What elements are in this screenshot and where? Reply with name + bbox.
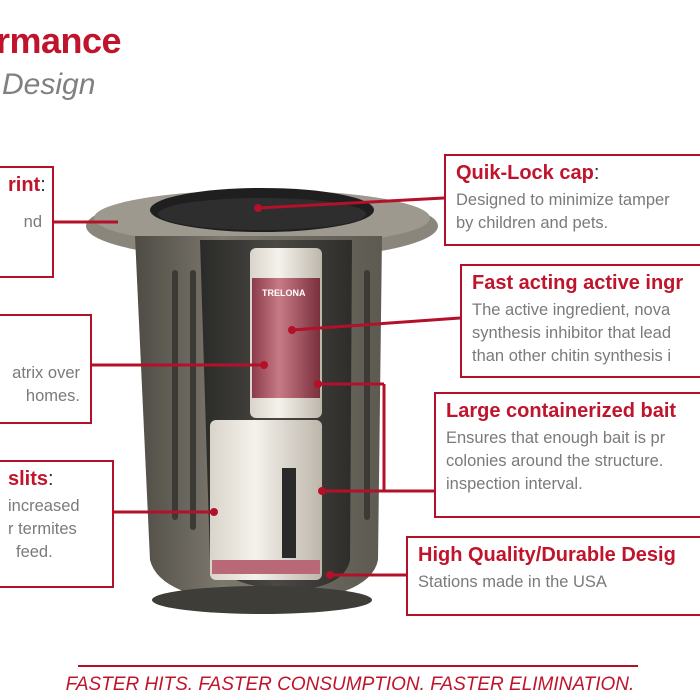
- connector-dot: [254, 204, 262, 212]
- barcode: [282, 468, 296, 558]
- callout-fast-acting-line: synthesis inhibitor that lead: [472, 324, 672, 342]
- lower-canister-stripe: [212, 560, 320, 574]
- callout-quik-lock-line: by children and pets.: [456, 214, 609, 232]
- connector-dot: [288, 326, 296, 334]
- callout-large-bait: Large containerized bait Ensures that en…: [434, 392, 700, 518]
- callout-fast-acting-line: than other chitin synthesis i: [472, 347, 672, 365]
- callout-fast-acting-line: The active ingredient, nova: [472, 301, 671, 319]
- callout-slits: slits: increased r termites feed.: [0, 460, 114, 588]
- callout-large-bait-line: colonies around the structure.: [446, 452, 664, 470]
- connector-dot: [260, 361, 268, 369]
- callout-matrix-line: homes.: [25, 387, 80, 405]
- callout-durable-line: Stations made in the USA: [418, 573, 607, 591]
- callout-fast-acting-heading: Fast acting active ingr: [472, 272, 684, 294]
- footer-divider: [78, 665, 638, 667]
- callout-footprint-heading: rint:: [8, 174, 46, 196]
- callout-matrix: atrix over homes.: [0, 314, 92, 424]
- callout-footprint-line: nd: [23, 213, 42, 231]
- callout-quik-lock-heading: Quik-Lock cap:: [456, 162, 600, 184]
- page-title: rmance: [0, 20, 122, 61]
- callout-quik-lock: Quik-Lock cap: Designed to minimize tamp…: [444, 154, 700, 246]
- upper-canister-label: [252, 278, 320, 398]
- callout-large-bait-line: inspection interval.: [446, 475, 583, 493]
- station-base: [152, 586, 372, 614]
- connector-quik-lock: [257, 196, 445, 210]
- callout-connectors: [52, 196, 461, 577]
- connector-dot: [326, 571, 334, 579]
- callout-slits-line: r termites: [8, 520, 77, 538]
- page-subtitle: Design: [2, 68, 96, 101]
- footer-tagline: FASTER HITS. FASTER CONSUMPTION. FASTER …: [65, 674, 635, 695]
- slit: [364, 270, 370, 520]
- product-label-text: TRELONA: [262, 288, 306, 298]
- slit: [172, 270, 178, 520]
- callout-quik-lock-line: Designed to minimize tamper: [456, 191, 670, 209]
- callout-footprint: rint: nd: [0, 166, 54, 278]
- callout-large-bait-heading: Large containerized bait: [446, 400, 677, 422]
- callout-fast-acting: Fast acting active ingr The active ingre…: [460, 264, 700, 378]
- connector-dot: [314, 380, 322, 388]
- callout-slits-line: increased: [8, 497, 80, 515]
- callout-durable-heading: High Quality/Durable Desig: [418, 544, 676, 566]
- callout-slits-heading: slits:: [8, 468, 54, 490]
- connector-fast-acting: [291, 316, 461, 332]
- slit: [190, 270, 196, 530]
- callout-durable: High Quality/Durable Desig Stations made…: [406, 536, 700, 616]
- callout-large-bait-line: Ensures that enough bait is pr: [446, 429, 666, 447]
- connector-dot: [318, 487, 326, 495]
- callout-slits-line: feed.: [16, 543, 53, 561]
- connector-dot: [210, 508, 218, 516]
- lower-bait-canister: [210, 420, 322, 580]
- callout-matrix-line: atrix over: [12, 364, 80, 382]
